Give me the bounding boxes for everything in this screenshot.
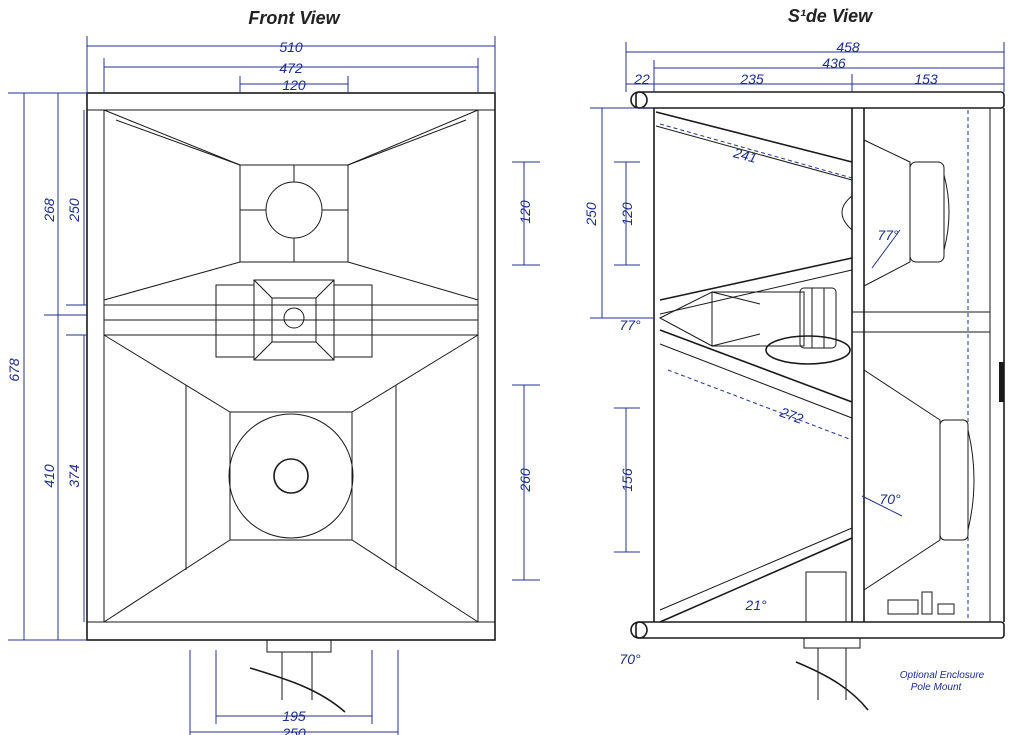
front-dim-height-total: 678 <box>6 358 22 382</box>
side-view <box>630 91 1005 711</box>
front-dim-pole-outer: 250 <box>281 725 306 735</box>
side-dim-front-section: 235 <box>739 71 764 87</box>
side-dim-upper-horn: 241 <box>731 144 759 166</box>
front-dim-width-inner: 472 <box>279 60 303 76</box>
front-dim-right-upper: 120 <box>517 200 533 224</box>
pole-mount-note-line2: Pole Mount <box>911 682 963 693</box>
front-dim-pole-inner: 195 <box>282 708 306 724</box>
side-view-dimensions <box>590 42 1005 553</box>
side-dim-left-mid: 120 <box>619 202 635 226</box>
front-view <box>86 92 496 713</box>
side-angle-base: 70° <box>619 651 641 667</box>
front-dim-height-lower-outer: 410 <box>41 464 57 488</box>
side-view-title: S¹de View <box>788 6 873 26</box>
front-dim-height-lower-inner: 374 <box>66 464 82 488</box>
side-angle-mid: 77° <box>619 317 641 333</box>
front-dim-top-opening: 120 <box>282 77 306 93</box>
side-dim-lower-horn: 272 <box>777 403 806 426</box>
side-dim-depth-inner: 436 <box>822 55 846 71</box>
front-dim-width-outer: 510 <box>279 39 303 55</box>
front-view-title: Front View <box>248 8 340 28</box>
side-angle-lower-driver: 70° <box>879 491 901 507</box>
side-angle-bottom: 21° <box>744 597 767 613</box>
front-dim-height-upper-outer: 268 <box>41 198 57 223</box>
side-dim-rear-section: 153 <box>914 71 938 87</box>
side-dim-depth-outer: 458 <box>836 39 860 55</box>
side-dim-left-upper: 250 <box>583 202 599 227</box>
front-view-dimensions <box>8 36 540 735</box>
side-dim-left-lower: 156 <box>619 468 635 492</box>
side-dim-front-panel: 22 <box>633 71 650 87</box>
side-angle-driver: 77° <box>877 227 899 243</box>
pole-mount-note-line1: Optional Enclosure <box>900 670 985 681</box>
front-dim-height-upper-inner: 250 <box>66 198 82 223</box>
front-dim-right-lower: 260 <box>517 468 533 493</box>
